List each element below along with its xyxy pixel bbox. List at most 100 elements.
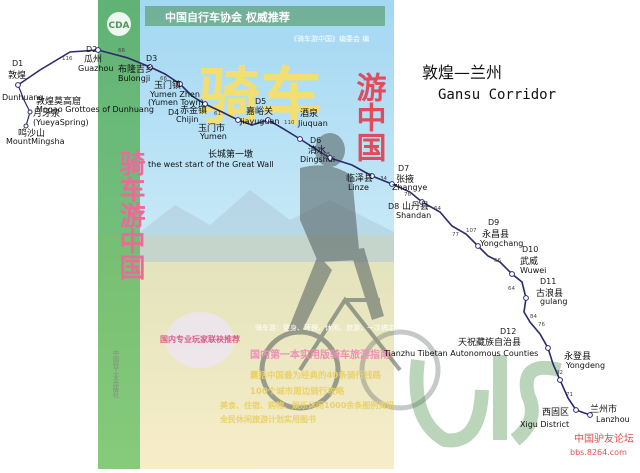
place-name-en-2: (Yumen Town) — [148, 98, 204, 107]
cover-title-2: 游中国 — [351, 72, 387, 162]
watermark-url: bbs.8264.com — [570, 448, 627, 457]
place-jiuquan: 酒泉 Jiuquan — [297, 107, 328, 128]
stop-marker-linze — [369, 173, 375, 179]
badge-text: 国内专业玩家联袂推荐 — [160, 334, 240, 344]
place-name-cn: 西固区 — [542, 407, 569, 418]
stop-marker-yongchang — [475, 243, 481, 249]
place-name-cn: 长城第一墩 — [208, 148, 253, 160]
place-name-cn: 月牙泉 — [33, 107, 60, 119]
distance-label: 76 — [404, 192, 411, 198]
place-name-cn: 敦煌莫高窟 — [36, 95, 81, 107]
cover-spine — [98, 0, 140, 469]
stop-d10: D10 武威 Wuwei — [520, 245, 546, 275]
place-name-en: Xigu District — [520, 420, 569, 429]
stop-markers — [15, 47, 593, 418]
stop-d6: D6 清水 Dingshui — [300, 136, 335, 164]
mountains — [130, 190, 394, 262]
place-name-cn: 临泽县 — [346, 172, 373, 184]
place-yumen: 玉门市 Yumen — [198, 122, 227, 141]
stop-name-cn: 武威 — [520, 255, 538, 267]
place-name-en: Yumen — [199, 132, 227, 141]
stop-name-cn: 张掖 — [396, 173, 414, 185]
stop-d7: D7 张掖 Zhangye — [392, 164, 427, 192]
cover-badge: 国内专业玩家联袂推荐 — [160, 312, 240, 368]
place-name-cn: 酒泉 — [300, 107, 318, 119]
distance-label: 71 — [566, 392, 573, 398]
distance-label: 64 — [434, 206, 441, 212]
place-name-cn: 兰州市 — [590, 403, 617, 415]
stop-name-en: Zhangye — [392, 183, 427, 192]
publisher-text: 中国轻工业出版社 — [112, 349, 119, 399]
stop-name-en: Dingshui — [300, 155, 335, 164]
stop-marker-xigu — [573, 407, 579, 413]
distance-label: 42 — [556, 370, 563, 376]
stop-marker-shandan — [419, 199, 425, 205]
stop-name-en: Shandan — [396, 211, 431, 220]
place-name-en: Yongdeng — [565, 361, 605, 370]
stop-name-cn: 天祝藏族自治县 — [458, 336, 521, 348]
place-name-en: Yumen Zhen — [149, 90, 200, 99]
stop-marker-yueya — [27, 109, 33, 115]
stop-marker-jiuquan — [297, 136, 303, 142]
stop-marker-gulang — [523, 295, 529, 301]
stop-code: D2 — [86, 45, 97, 54]
stop-marker-dunhuang — [15, 82, 21, 88]
stop-code: D9 — [488, 218, 499, 227]
cover-slogan: 骑车游：健身、环保、休闲、旅游，一次搞定！ — [255, 323, 402, 332]
stop-d8: D8 山丹县 Shandan — [388, 201, 431, 220]
cover-title-en: TRAVEL BY BICYCLE IN CHINA — [413, 59, 421, 155]
place-name-cn: 玉门市 — [198, 122, 225, 134]
place-name-cn: 永登县 — [564, 350, 591, 362]
stop-name-cn: 嘉峪关 — [246, 105, 273, 117]
svg-text:CDA: CDA — [108, 21, 129, 31]
cover-subtitle: 国内第一本实用版骑车旅游指南 — [250, 348, 390, 361]
book-cover: 中国自行车协会 权威推荐 CDA 《骑车游中国》编委会 编 骑车 游中国 TRA… — [98, 0, 441, 469]
distance-labels: 116 66 66 61 110 105 34 76 64 77 107 66 … — [62, 48, 573, 398]
series-small: 《骑车游中国》编委会 编 — [290, 34, 369, 43]
stop-d1: D1 敦煌 Dunhuang — [2, 59, 44, 102]
cover-line-4: 全民休闲旅游计划实用图书 — [219, 414, 316, 424]
stop-marker-mingsha — [23, 123, 29, 129]
stop-name-en: Wuwei — [520, 266, 546, 275]
stop-marker-dingshui — [327, 155, 333, 161]
place-yumen-zhen: 玉门镇 Yumen Zhen (Yumen Town) — [148, 79, 204, 107]
stop-code: D10 — [522, 245, 538, 254]
distance-label: 76 — [538, 322, 545, 328]
place-yueya: 月牙泉 (YueyaSpring) — [33, 107, 89, 127]
stop-marker-bulongji — [147, 64, 153, 70]
stop-code: D11 — [540, 277, 556, 286]
stop-name-cn: 永昌县 — [482, 228, 509, 240]
distance-label: 66 — [160, 76, 167, 82]
place-xigu: 西固区 Xigu District — [520, 407, 569, 429]
stop-code: D6 — [310, 136, 321, 145]
stop-d2: D2 瓜州 Guazhou — [78, 45, 113, 73]
route-branch — [17, 84, 31, 127]
stop-code: D4 — [168, 108, 179, 117]
stop-name-en: Bulongji — [118, 74, 150, 83]
stop-name-cn: 古浪县 — [536, 287, 563, 299]
place-name-cn: 玉门镇 — [154, 79, 181, 91]
stop-name-cn: 瓜州 — [84, 54, 102, 65]
stop-marker-lanzhou — [587, 412, 593, 418]
place-name-en: Lanzhou — [596, 415, 630, 424]
stop-marker-yongdeng — [557, 377, 563, 383]
stop-marker-chijin — [202, 101, 208, 107]
stop-name-cn: 赤金镇 — [180, 104, 207, 116]
decor-letters — [409, 355, 562, 448]
cover-line-1: 囊括中国最为经典的40条骑行线路 — [249, 370, 381, 381]
stop-name-en: Yongchang — [479, 239, 523, 248]
stop-marker-wuwei — [509, 271, 515, 277]
stop-name-cn: 清水 — [308, 144, 326, 156]
stop-code: D8 — [388, 202, 399, 211]
place-yongdeng: 永登县 Yongdeng — [564, 350, 605, 370]
cover-line-2: 100个城市周边骑行攻略 — [250, 386, 345, 397]
stop-name-cn: 山丹县 — [402, 201, 429, 212]
distance-label: 84 — [530, 314, 537, 320]
stop-marker-guazhou — [95, 47, 101, 53]
stop-d11: D11 古浪县 gulang — [536, 277, 567, 306]
place-name-cn: 鸣沙山 — [18, 127, 45, 139]
place-mogao: 敦煌莫高窟 Mogao Grottoes of Dunhuang — [36, 95, 154, 114]
stop-d3: D3 布隆吉乡 Bulongji — [118, 54, 157, 83]
distance-label: 116 — [62, 56, 73, 62]
